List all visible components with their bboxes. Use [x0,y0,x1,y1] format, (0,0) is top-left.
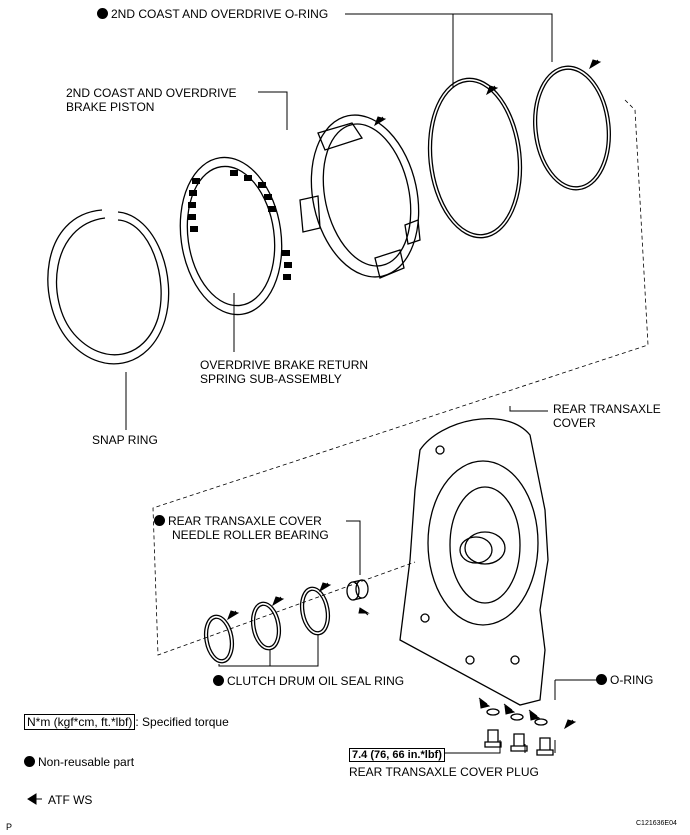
rear-transaxle-cover [399,418,549,706]
return-spring-line2: SPRING SUB-ASSEMBLY [200,372,342,386]
snap-ring [47,209,170,365]
torque-spec-value: 7.4 (76, 66 in.*lbf) [349,748,445,762]
non-reusable-dot-icon [24,756,35,767]
oil-seal-text: CLUTCH DRUM OIL SEAL RING [227,674,405,688]
oring-text: O-RING [610,673,654,687]
clutch-drum-seal-rings [203,586,331,664]
bearing-label: REAR TRANSAXLE COVER NEEDLE ROLLER BEARI… [154,514,329,542]
legend-torque-unit: N*m (kgf*cm, ft.*lbf) [24,714,136,730]
bearing-line2: NEEDLE ROLLER BEARING [172,528,329,542]
snap-ring-label: SNAP RING [92,433,158,447]
figure-code: C121636E04 [636,820,677,827]
rear-cover-label: REAR TRANSAXLE COVER [553,402,661,430]
cover-plugs [484,708,554,756]
oring-label: O-RING [596,673,653,687]
legend-non-reusable-text: Non-reusable part [38,755,135,769]
coast-oring-label: 2ND COAST AND OVERDRIVE O-RING [97,7,328,21]
return-spring-plate [179,156,292,316]
brake-piston-line2: BRAKE PISTON [66,100,155,114]
rear-cover-line2: COVER [553,416,596,430]
cover-plug-label: REAR TRANSAXLE COVER PLUG [349,765,539,779]
needle-roller-bearing [346,579,369,601]
bearing-line1: REAR TRANSAXLE COVER [168,514,322,528]
legend-torque: N*m (kgf*cm, ft.*lbf): Specified torque [24,714,229,730]
non-reusable-dot-icon [97,8,108,19]
corner-mark: P [6,822,13,832]
legend-atf: ATF WS [48,793,93,807]
legend-torque-desc: : Specified torque [135,715,229,729]
torque-spec-box: 7.4 (76, 66 in.*lbf) [349,747,445,762]
legend-non-reusable: Non-reusable part [24,755,134,769]
brake-piston-label: 2ND COAST AND OVERDRIVE BRAKE PISTON [66,86,236,114]
coast-o-rings [427,65,611,239]
leader-lines [125,13,604,754]
atf-arrows [227,59,602,730]
return-spring-label: OVERDRIVE BRAKE RETURN SPRING SUB-ASSEMB… [200,358,368,386]
oil-seal-label: CLUTCH DRUM OIL SEAL RING [213,674,404,688]
legend-arrow-icon [27,793,42,805]
coast-oring-text: 2ND COAST AND OVERDRIVE O-RING [111,7,329,21]
non-reusable-dot-icon [154,515,165,526]
brake-piston-line1: 2ND COAST AND OVERDRIVE [66,86,237,100]
non-reusable-dot-icon [213,675,224,686]
rear-cover-line1: REAR TRANSAXLE [553,402,661,416]
brake-piston [299,114,421,279]
return-spring-line1: OVERDRIVE BRAKE RETURN [200,358,369,372]
non-reusable-dot-icon [596,674,607,685]
